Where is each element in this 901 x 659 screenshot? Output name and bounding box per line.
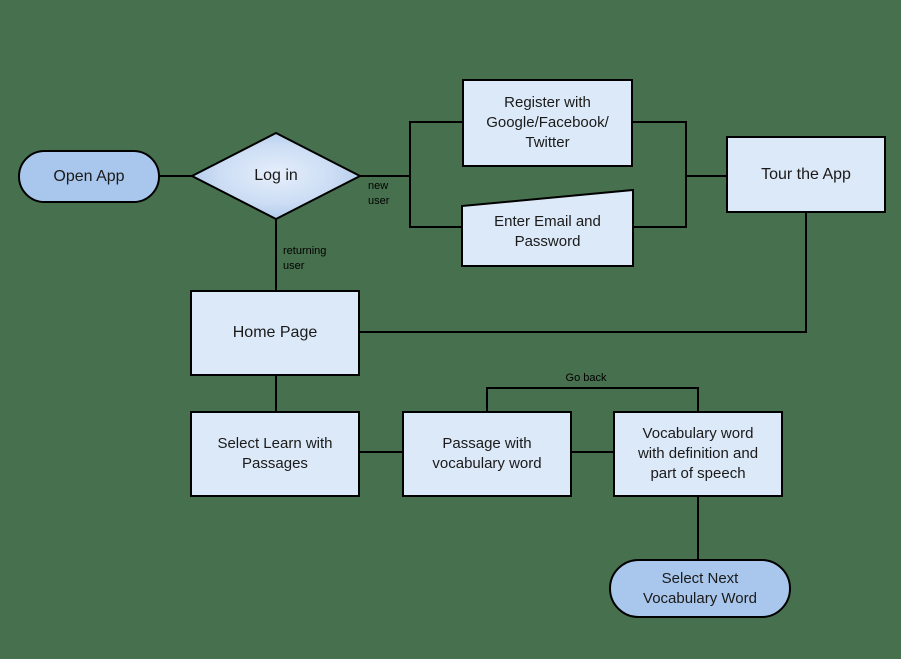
node-register: Register with Google/Facebook/ Twitter xyxy=(462,79,633,167)
node-passage-with-vocabulary-word-label: Passage with vocabulary word xyxy=(432,435,542,472)
edge-label-new-user: new user xyxy=(368,180,390,207)
node-register-label: Register with Google/Facebook/ Twitter xyxy=(486,94,609,151)
node-select-next-vocabulary-word: Select Next Vocabulary Word xyxy=(609,559,791,618)
node-tour-the-app-label: Tour the App xyxy=(761,165,851,183)
node-tour-the-app: Tour the App xyxy=(726,136,886,213)
node-home-page: Home Page xyxy=(190,290,360,376)
edges xyxy=(160,121,807,560)
node-select-next-vocabulary-word-label: Select Next Vocabulary Word xyxy=(643,569,757,607)
node-vocabulary-word-definition-label: Vocabulary word with definition and part… xyxy=(637,425,759,482)
node-select-learn-with-passages: Select Learn with Passages xyxy=(190,411,360,497)
node-passage-with-vocabulary-word: Passage with vocabulary word xyxy=(402,411,572,497)
node-open-app-label: Open App xyxy=(53,167,125,185)
edge-label-go-back: Go back xyxy=(565,372,607,384)
edge-label-returning-user: returning user xyxy=(283,245,327,272)
node-vocabulary-word-definition: Vocabulary word with definition and part… xyxy=(613,411,783,497)
login-decision-diamond xyxy=(189,131,363,221)
enter-email-manual-input-shape xyxy=(461,188,634,267)
node-home-page-label: Home Page xyxy=(232,324,318,341)
node-open-app: Open App xyxy=(18,150,160,203)
node-select-learn-with-passages-label: Select Learn with Passages xyxy=(217,435,333,472)
